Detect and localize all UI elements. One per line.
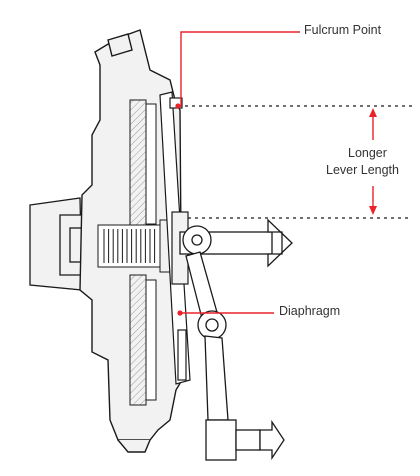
diaphragm-pointer xyxy=(177,310,274,316)
clutch-disc xyxy=(129,99,157,406)
diaphragm-spring xyxy=(159,91,191,385)
lever-length-arrows xyxy=(369,108,377,215)
fulcrum-pointer xyxy=(175,31,300,109)
longer-label: Longer xyxy=(348,146,387,160)
lever-length-label: Lever Length xyxy=(326,163,399,177)
fulcrum-point-label: Fulcrum Point xyxy=(304,23,382,37)
diaphragm-label: Diaphragm xyxy=(279,304,341,318)
reference-lines xyxy=(178,105,412,219)
